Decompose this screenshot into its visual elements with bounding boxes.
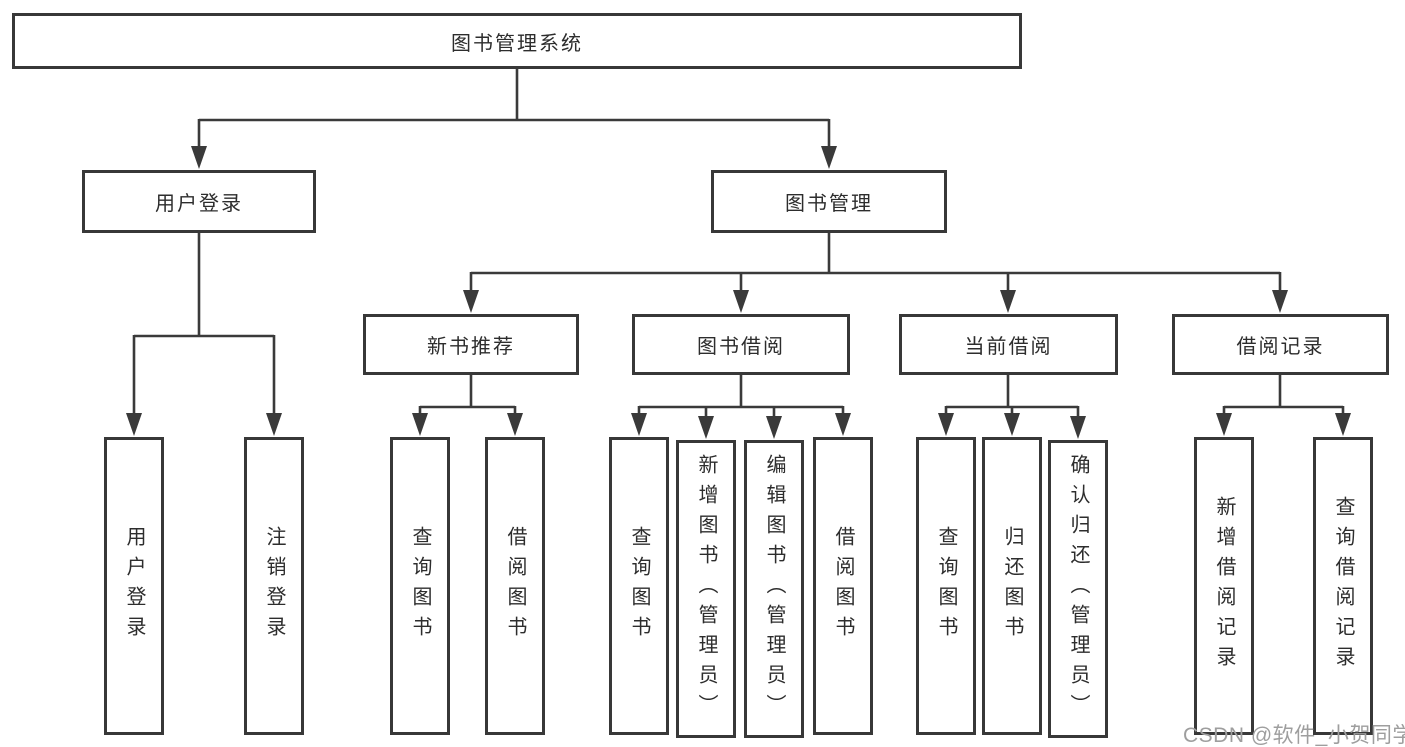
edge-newbook-to-leaves (418, 375, 517, 415)
node-book-borrow: 图书借阅 (632, 314, 850, 375)
leaf-query-books-current: 查询图书 (916, 437, 976, 735)
leaf-query-books-recommend: 查询图书 (390, 437, 450, 735)
node-current-borrow: 当前借阅 (899, 314, 1118, 375)
node-borrow-record: 借阅记录 (1172, 314, 1389, 375)
leaf-query-books-borrow: 查询图书 (609, 437, 669, 735)
leaf-edit-book-admin: 编辑图书（管理员） (744, 440, 804, 738)
edge-bookborrow-to-leaves (637, 375, 845, 418)
leaf-user-login: 用户登录 (104, 437, 164, 735)
edge-borrowrecord-to-leaves (1222, 375, 1345, 415)
node-book-management: 图书管理 (711, 170, 947, 233)
edge-bookmgmt-to-sections (469, 233, 1282, 291)
leaf-confirm-return-admin: 确认归还（管理员） (1048, 440, 1108, 738)
leaf-add-borrow-record: 新增借阅记录 (1194, 437, 1254, 735)
node-root-title: 图书管理系统 (12, 13, 1022, 69)
edge-currentborrow-to-leaves (944, 375, 1080, 418)
leaf-return-book: 归还图书 (982, 437, 1042, 735)
leaf-add-book-admin: 新增图书（管理员） (676, 440, 736, 738)
arrowhead-icons (126, 146, 1351, 439)
edge-userlogin-to-leaves (132, 233, 276, 415)
leaf-borrow-books: 借阅图书 (813, 437, 873, 735)
edge-root-to-level2 (197, 69, 831, 148)
node-user-login: 用户登录 (82, 170, 316, 233)
csdn-watermark: CSDN @软件_小贺同学 (1183, 724, 1405, 747)
node-new-book-recommend: 新书推荐 (363, 314, 579, 375)
leaf-borrow-books-recommend: 借阅图书 (485, 437, 545, 735)
leaf-query-borrow-record: 查询借阅记录 (1313, 437, 1373, 735)
leaf-logout: 注销登录 (244, 437, 304, 735)
